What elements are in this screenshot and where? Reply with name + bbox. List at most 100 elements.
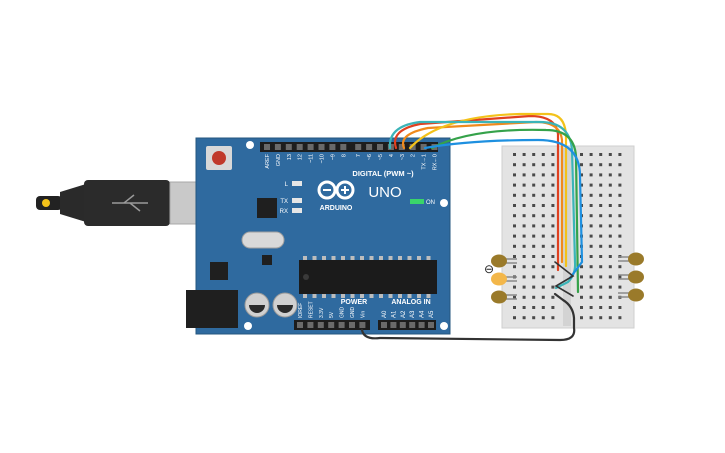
breadboard-hole[interactable] (513, 285, 516, 289)
breadboard-hole[interactable] (532, 214, 536, 218)
breadboard-hole[interactable] (580, 163, 583, 167)
breadboard-hole[interactable] (618, 244, 622, 248)
breadboard-hole[interactable] (532, 306, 536, 309)
breadboard-hole[interactable] (532, 285, 536, 289)
breadboard-hole[interactable] (599, 193, 603, 197)
breadboard-hole[interactable] (522, 204, 526, 207)
breadboard-hole[interactable] (618, 183, 622, 187)
breadboard-hole[interactable] (589, 173, 593, 177)
digital-pin-socket[interactable] (318, 144, 325, 150)
breadboard-hole[interactable] (532, 295, 536, 299)
breadboard-hole[interactable] (522, 316, 526, 320)
breadboard-hole[interactable] (618, 193, 622, 197)
breadboard-hole[interactable] (599, 214, 603, 218)
power-pin-socket[interactable] (317, 322, 324, 328)
breadboard-hole[interactable] (551, 173, 555, 177)
breadboard-hole[interactable] (599, 275, 603, 279)
breadboard-hole[interactable] (618, 306, 622, 309)
breadboard-hole[interactable] (551, 295, 555, 299)
breadboard-hole[interactable] (551, 285, 555, 289)
digital-pin-socket[interactable] (285, 144, 292, 150)
breadboard-hole[interactable] (541, 316, 545, 320)
breadboard-hole[interactable] (599, 153, 603, 156)
breadboard-hole[interactable] (541, 153, 545, 156)
digital-pin-socket[interactable] (377, 144, 383, 150)
digital-pin-socket[interactable] (329, 144, 336, 150)
breadboard-hole[interactable] (541, 183, 545, 187)
breadboard-hole[interactable] (522, 255, 526, 258)
breadboard-hole[interactable] (532, 193, 536, 197)
breadboard-hole[interactable] (599, 163, 603, 167)
breadboard-hole[interactable] (551, 183, 555, 187)
breadboard-hole[interactable] (522, 234, 526, 238)
power-pin-socket[interactable] (307, 322, 314, 328)
breadboard-hole[interactable] (513, 163, 516, 167)
breadboard-hole[interactable] (608, 204, 612, 207)
digital-pin-socket[interactable] (274, 144, 281, 150)
breadboard-hole[interactable] (608, 316, 612, 320)
breadboard-hole[interactable] (599, 285, 603, 289)
breadboard-hole[interactable] (522, 183, 526, 187)
digital-pin-socket[interactable] (355, 144, 362, 150)
breadboard-hole[interactable] (513, 224, 516, 228)
breadboard-hole[interactable] (541, 234, 545, 238)
breadboard-hole[interactable] (599, 306, 603, 309)
breadboard-hole[interactable] (589, 214, 593, 218)
breadboard-hole[interactable] (580, 153, 583, 156)
breadboard-hole[interactable] (532, 275, 536, 279)
breadboard-hole[interactable] (608, 306, 612, 309)
breadboard-hole[interactable] (532, 204, 536, 207)
breadboard-hole[interactable] (513, 234, 516, 238)
breadboard-hole[interactable] (580, 183, 583, 187)
breadboard-hole[interactable] (551, 275, 555, 279)
reset-button-cap[interactable] (212, 151, 226, 165)
breadboard-hole[interactable] (532, 224, 536, 228)
breadboard-hole[interactable] (618, 204, 622, 207)
breadboard-hole[interactable] (551, 193, 555, 197)
breadboard-hole[interactable] (541, 306, 545, 309)
breadboard-hole[interactable] (532, 265, 536, 269)
breadboard-hole[interactable] (522, 214, 526, 218)
breadboard-hole[interactable] (599, 295, 603, 299)
breadboard-hole[interactable] (551, 163, 555, 167)
breadboard-hole[interactable] (608, 224, 612, 228)
breadboard-hole[interactable] (522, 265, 526, 269)
breadboard-hole[interactable] (599, 234, 603, 238)
analog-pin-socket[interactable] (399, 322, 406, 328)
breadboard-hole[interactable] (551, 224, 555, 228)
digital-pin-socket[interactable] (296, 144, 303, 150)
breadboard-hole[interactable] (608, 173, 612, 177)
breadboard-hole[interactable] (522, 244, 526, 248)
breadboard-hole[interactable] (608, 275, 612, 279)
analog-pin-socket[interactable] (409, 322, 416, 328)
breadboard-hole[interactable] (541, 173, 545, 177)
breadboard-hole[interactable] (513, 214, 516, 218)
breadboard-hole[interactable] (551, 265, 555, 269)
breadboard-hole[interactable] (618, 275, 622, 279)
breadboard-hole[interactable] (618, 153, 622, 156)
digital-pin-socket[interactable] (340, 144, 347, 150)
breadboard-hole[interactable] (532, 316, 536, 320)
breadboard-hole[interactable] (513, 193, 516, 197)
breadboard-hole[interactable] (599, 244, 603, 248)
breadboard-hole[interactable] (580, 275, 583, 279)
breadboard-hole[interactable] (589, 275, 593, 279)
breadboard-hole[interactable] (513, 295, 516, 299)
breadboard-hole[interactable] (608, 255, 612, 258)
breadboard-hole[interactable] (513, 316, 516, 320)
breadboard-hole[interactable] (608, 163, 612, 167)
power-pin-socket[interactable] (359, 322, 366, 328)
breadboard-hole[interactable] (599, 255, 603, 258)
breadboard-hole[interactable] (532, 173, 536, 177)
breadboard-hole[interactable] (532, 153, 536, 156)
breadboard-hole[interactable] (551, 204, 555, 207)
breadboard-hole[interactable] (551, 255, 555, 258)
digital-pin-socket[interactable] (264, 144, 270, 150)
breadboard-hole[interactable] (580, 316, 583, 320)
power-pin-socket[interactable] (297, 322, 303, 328)
breadboard-hole[interactable] (580, 306, 583, 309)
breadboard-hole[interactable] (541, 193, 545, 197)
breadboard-hole[interactable] (608, 183, 612, 187)
breadboard-hole[interactable] (589, 265, 593, 269)
breadboard-hole[interactable] (618, 316, 622, 320)
